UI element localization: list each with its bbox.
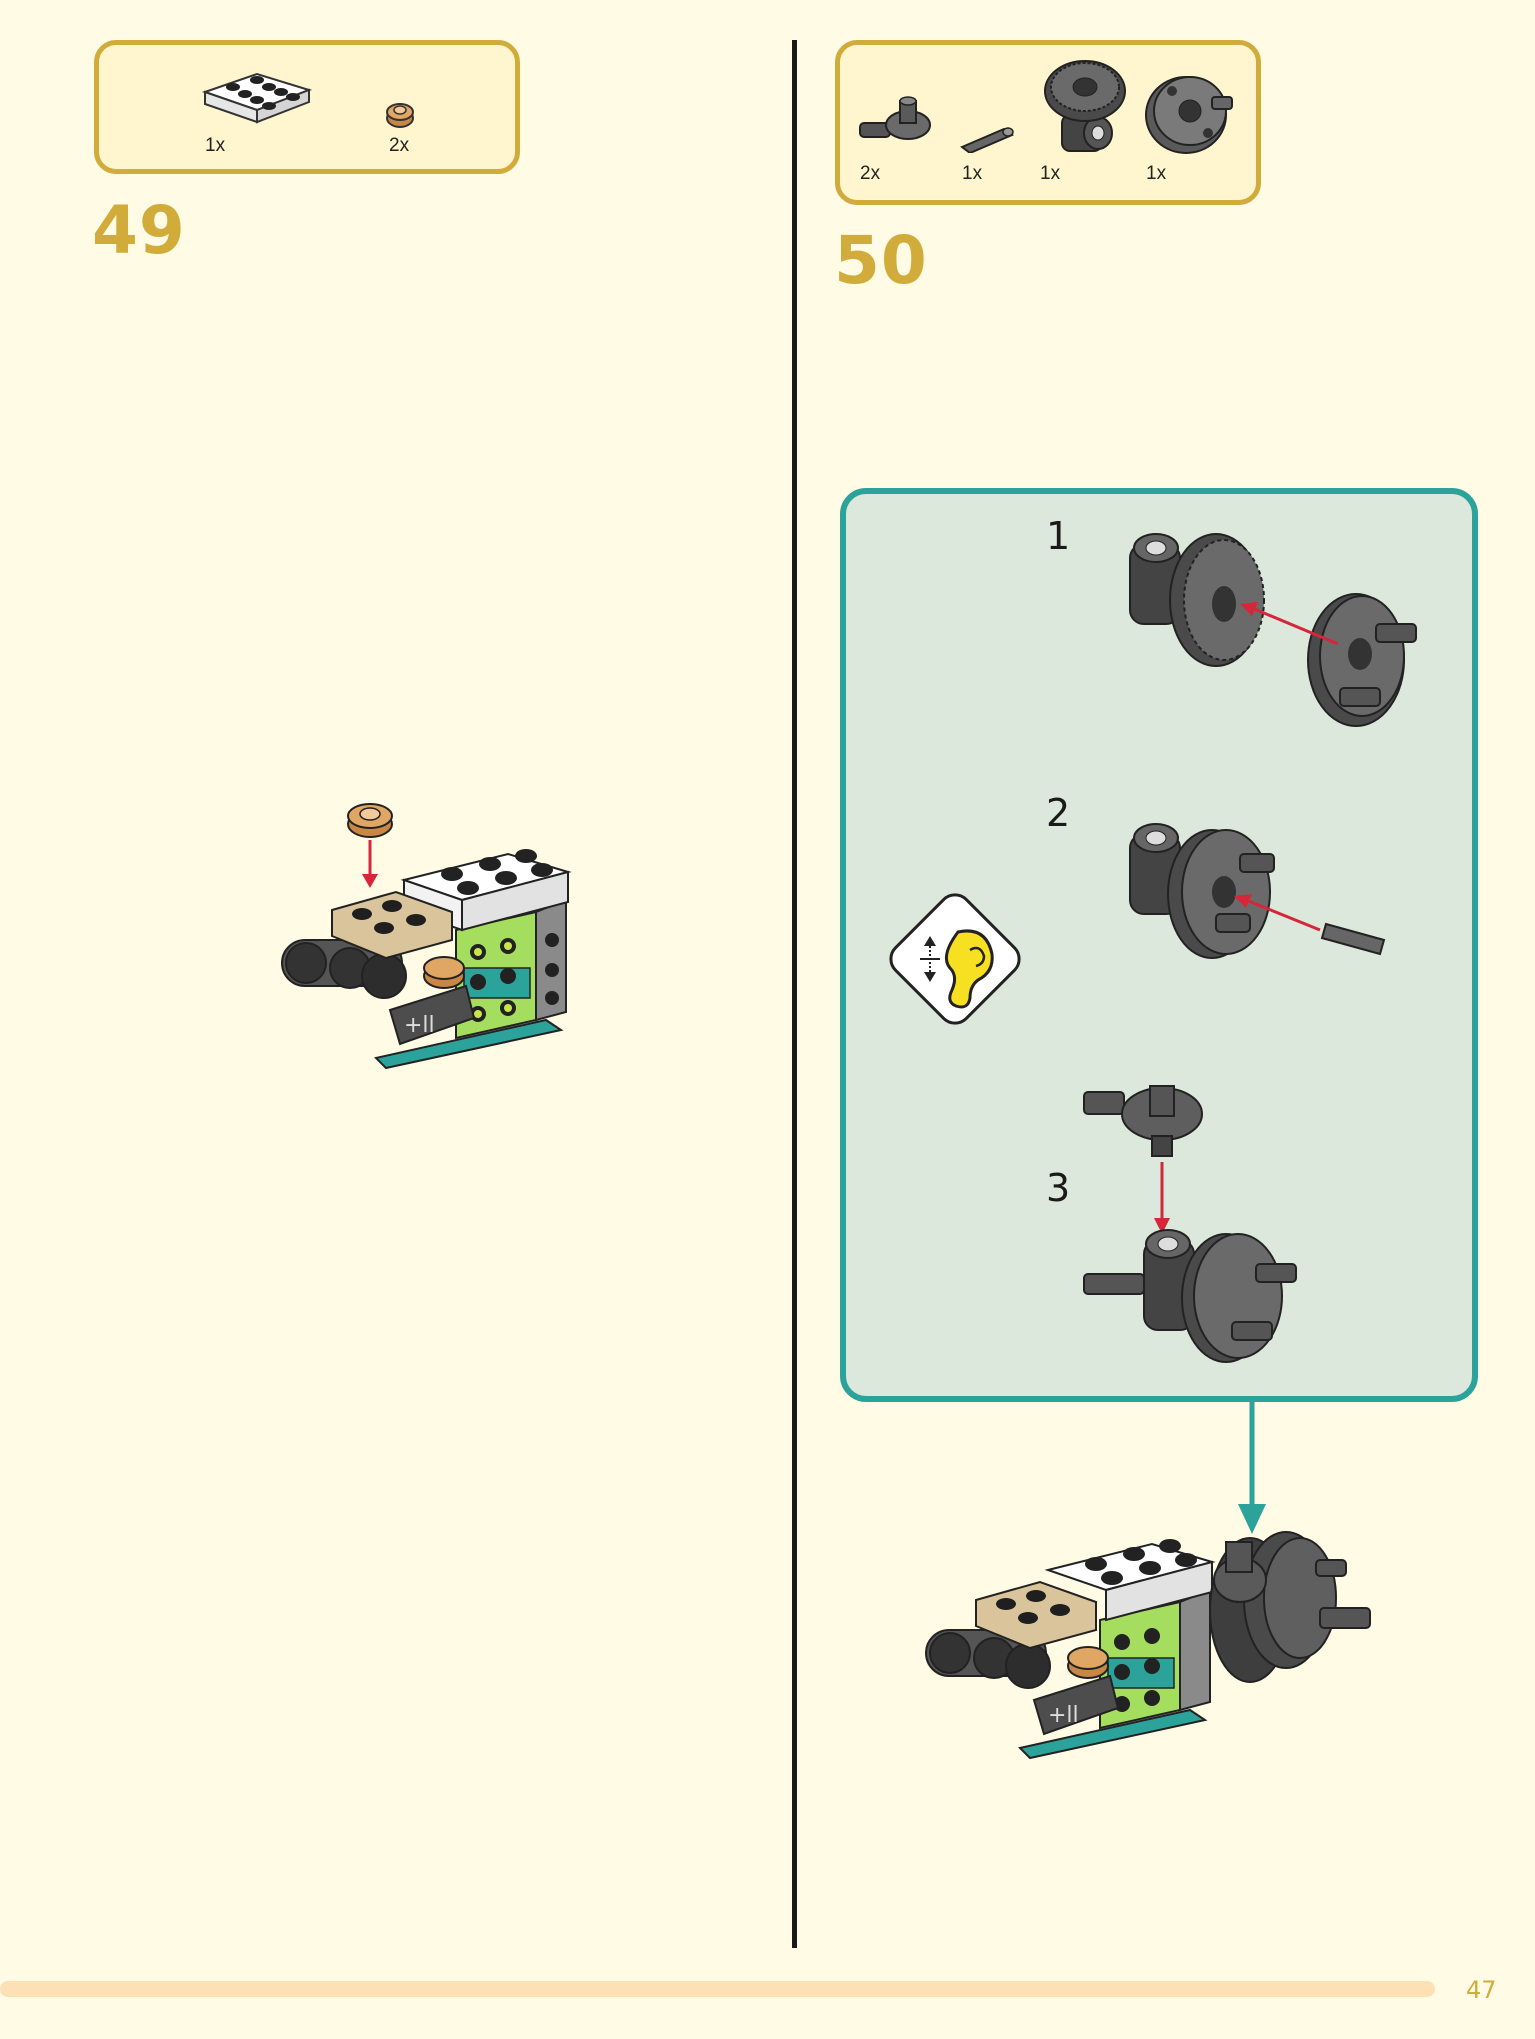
step-49-model-illustration: +ll <box>281 803 572 1070</box>
part-qty: 1x <box>205 135 226 156</box>
part-qty: 1x <box>962 163 983 184</box>
page-number: 47 <box>1466 1976 1497 2004</box>
step-number: 50 <box>834 222 928 299</box>
subassembly-panel: 1 2 3 <box>840 488 1478 1402</box>
part-qty: 2x <box>389 135 410 156</box>
substep-number: 3 <box>1046 1166 1071 1210</box>
part-qty: 1x <box>1040 163 1061 184</box>
svg-text:+ll: +ll <box>1048 1703 1079 1728</box>
substep-2-illustration <box>1129 823 1386 959</box>
substep-number: 2 <box>1046 791 1071 835</box>
part-qty: 2x <box>860 163 881 184</box>
subassembly-attach-arrow <box>1238 1400 1266 1534</box>
step-number: 49 <box>92 192 186 269</box>
parts-callout-step-49: 1x 2x <box>94 40 520 174</box>
short-axle-icon <box>960 127 1014 153</box>
gear-wheel-hub-icon <box>1044 60 1126 152</box>
column-divider <box>792 40 797 1948</box>
svg-text:+ll: +ll <box>404 1013 435 1038</box>
white-2x4-plate-icon <box>201 72 313 124</box>
footer-bar <box>0 1981 1435 1997</box>
substep-3-illustration <box>1083 1085 1297 1363</box>
part-qty: 1x <box>1146 163 1167 184</box>
listen-for-click-icon <box>889 893 1021 1025</box>
tan-round-plate-icon <box>386 103 414 128</box>
round-disc-plate-icon <box>1145 76 1233 154</box>
substep-number: 1 <box>1046 514 1071 558</box>
substep-1-illustration <box>1129 533 1417 727</box>
step-50-model-illustration: +ll <box>925 1531 1371 1760</box>
axle-connector-icon <box>859 96 931 140</box>
parts-callout-step-50: 2x 1x 1x 1x <box>835 40 1261 205</box>
